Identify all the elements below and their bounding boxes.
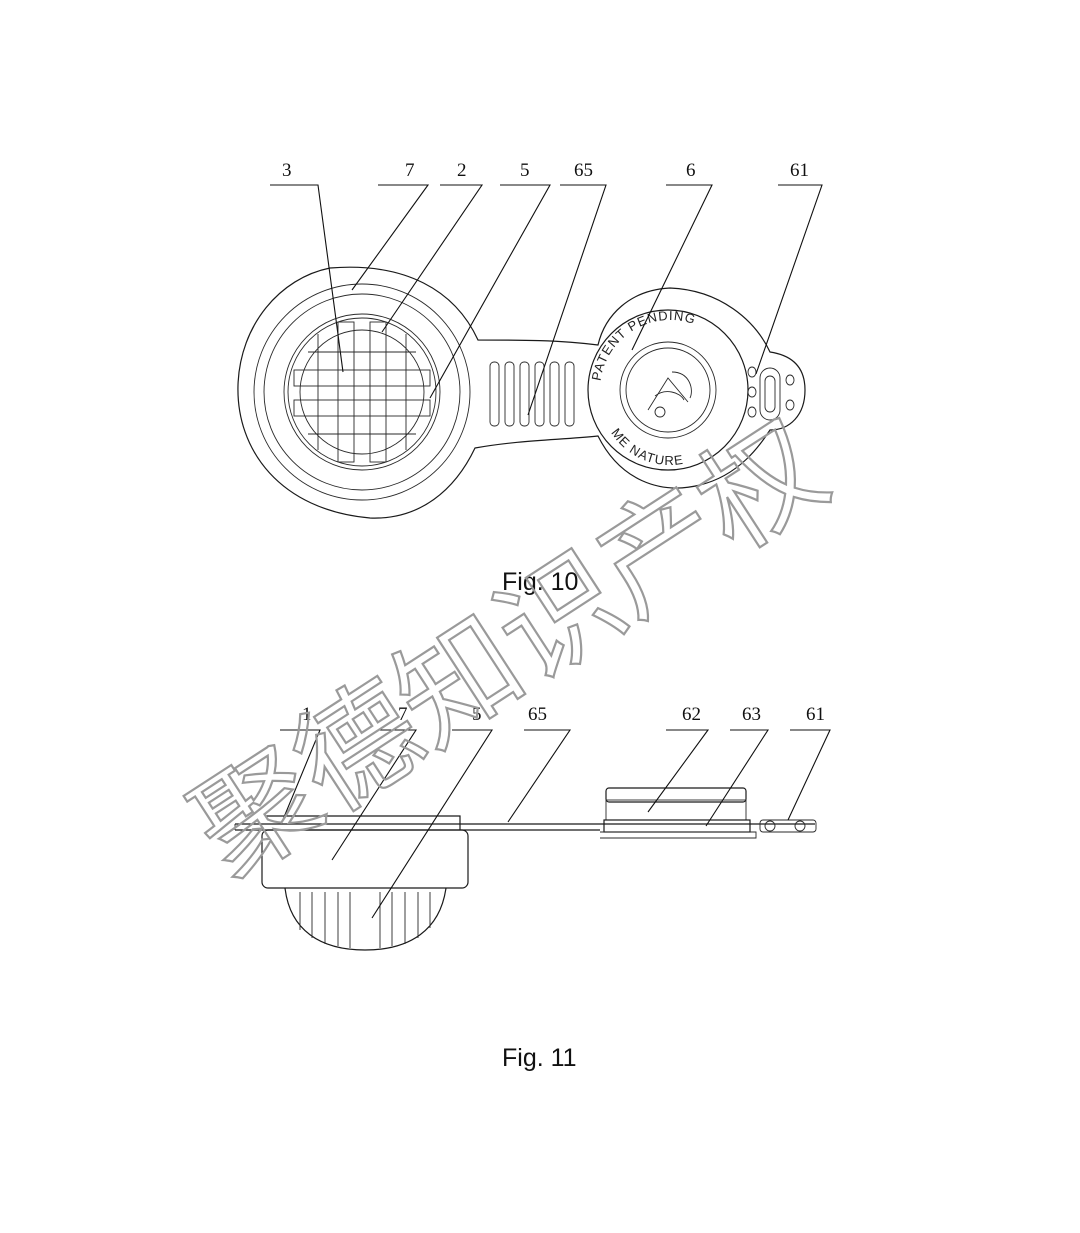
figure-11-drawing [234, 787, 817, 951]
callout-61-side: 61 [806, 704, 825, 725]
figure-11-callouts: 1 7 5 65 62 63 61 [280, 704, 831, 919]
callout-2: 2 [457, 160, 467, 181]
callout-62: 62 [682, 704, 701, 725]
figure-10-caption: Fig. 10 [502, 568, 578, 596]
callout-63: 63 [742, 704, 761, 725]
figure-11-caption: Fig. 11 [502, 1044, 577, 1072]
callout-5-side: 5 [472, 704, 482, 725]
watermark-text: 聚德知识产权 [170, 396, 850, 905]
callout-3: 3 [282, 160, 292, 181]
callout-6: 6 [686, 160, 696, 181]
callout-1: 1 [302, 704, 312, 725]
callout-7-side: 7 [398, 704, 408, 725]
figure-10-callouts: 3 7 2 5 65 6 61 [270, 160, 823, 416]
callout-5: 5 [520, 160, 530, 181]
callout-65: 65 [574, 160, 593, 181]
stamp-top-text: PATENT PENDING [589, 308, 698, 382]
callout-65-side: 65 [528, 704, 547, 725]
callout-7: 7 [405, 160, 415, 181]
callout-61: 61 [790, 160, 809, 181]
